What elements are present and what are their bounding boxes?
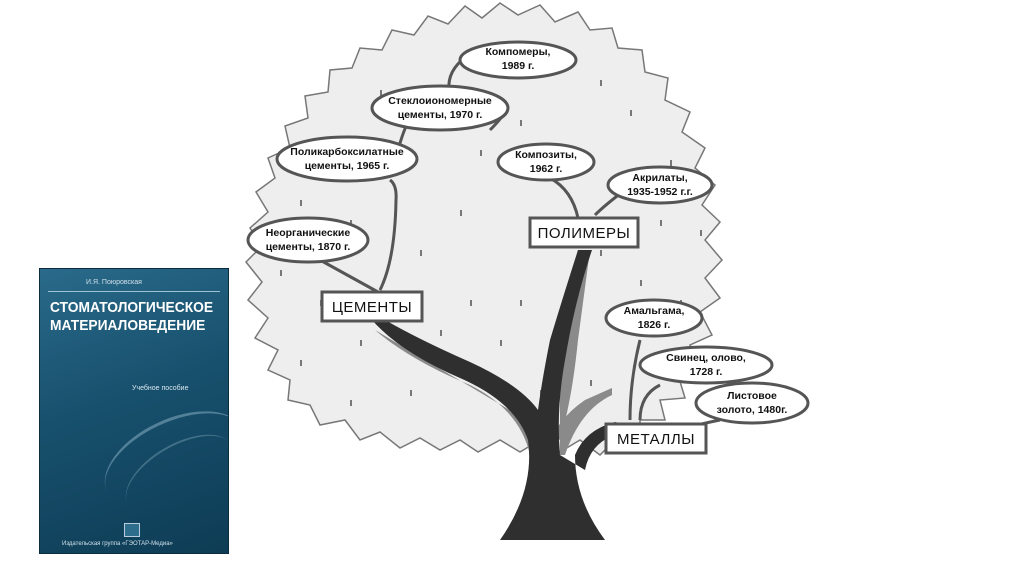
branch-cements: ЦЕМЕНТЫ: [320, 290, 424, 323]
node-kompomery-line2: 1989 г.: [502, 60, 535, 72]
node-polikarboksilat-line2: цементы, 1965 г.: [305, 160, 390, 172]
node-akrilaty-line1: Акрилаты,: [632, 172, 687, 184]
node-neorganicheskie: Неорганические цементы, 1870 г.: [246, 216, 370, 264]
node-polikarboksilat-line1: Поликарбоксилатные: [290, 146, 404, 158]
node-zoloto-line1: Листовое: [727, 390, 777, 402]
node-neorganicheskie-line1: Неорганические: [266, 227, 351, 239]
trunk-body: [372, 250, 642, 540]
node-stekloionomer-line1: Стеклоиономерные: [388, 95, 492, 107]
node-kompozity-line2: 1962 г.: [530, 163, 563, 175]
node-kompomery-line1: Компомеры,: [486, 46, 551, 58]
node-polikarboksilat: Поликарбоксилатные цементы, 1965 г.: [275, 135, 419, 183]
branch-polymers: ПОЛИМЕРЫ: [528, 216, 640, 249]
book-subtitle: Учебное пособие: [132, 385, 189, 392]
node-kompomery: Компомеры, 1989 г.: [458, 40, 578, 80]
book-rule: [48, 291, 220, 292]
node-akrilaty: Акрилаты, 1935-1952 г.г.: [606, 165, 714, 205]
node-neorganicheskie-line2: цементы, 1870 г.: [266, 241, 351, 253]
node-svinec-line2: 1728 г.: [690, 366, 723, 378]
branch-cements-label: ЦЕМЕНТЫ: [332, 299, 412, 316]
node-akrilaty-line2: 1935-1952 г.г.: [627, 186, 693, 198]
node-amalgama: Амальгама, 1826 г.: [604, 298, 704, 338]
branch-polymers-label: ПОЛИМЕРЫ: [538, 225, 631, 242]
node-stekloionomer: Стеклоиономерные цементы, 1970 г.: [370, 84, 510, 132]
tree-trunk: [372, 250, 642, 540]
materials-tree-diagram: Компомеры, 1989 г. Стеклоиономерные цеме…: [244, 2, 810, 540]
node-svinec: Свинец, олово, 1728 г.: [638, 345, 774, 385]
book-cover: И.Я. Поюровская СТОМАТОЛОГИЧЕСКОЕ МАТЕРИ…: [39, 268, 229, 554]
node-svinec-line1: Свинец, олово,: [666, 352, 746, 364]
node-zoloto: Листовое золото, 1480г.: [694, 381, 810, 425]
branch-metals-label: МЕТАЛЛЫ: [617, 431, 695, 448]
node-stekloionomer-line2: цементы, 1970 г.: [398, 109, 483, 121]
book-author: И.Я. Поюровская: [86, 279, 142, 286]
book-title: СТОМАТОЛОГИЧЕСКОЕ МАТЕРИАЛОВЕДЕНИЕ: [50, 299, 214, 334]
node-amalgama-line1: Амальгама,: [624, 305, 685, 317]
node-zoloto-line2: золото, 1480г.: [717, 404, 788, 416]
node-kompozity: Композиты, 1962 г.: [496, 142, 596, 182]
node-amalgama-line2: 1826 г.: [638, 319, 671, 331]
book-publisher: Издательская группа «ГЭОТАР-Медиа»: [62, 541, 173, 547]
publisher-logo-icon: [124, 523, 140, 537]
node-kompozity-line1: Композиты,: [515, 149, 577, 161]
branch-metals: МЕТАЛЛЫ: [604, 422, 708, 455]
